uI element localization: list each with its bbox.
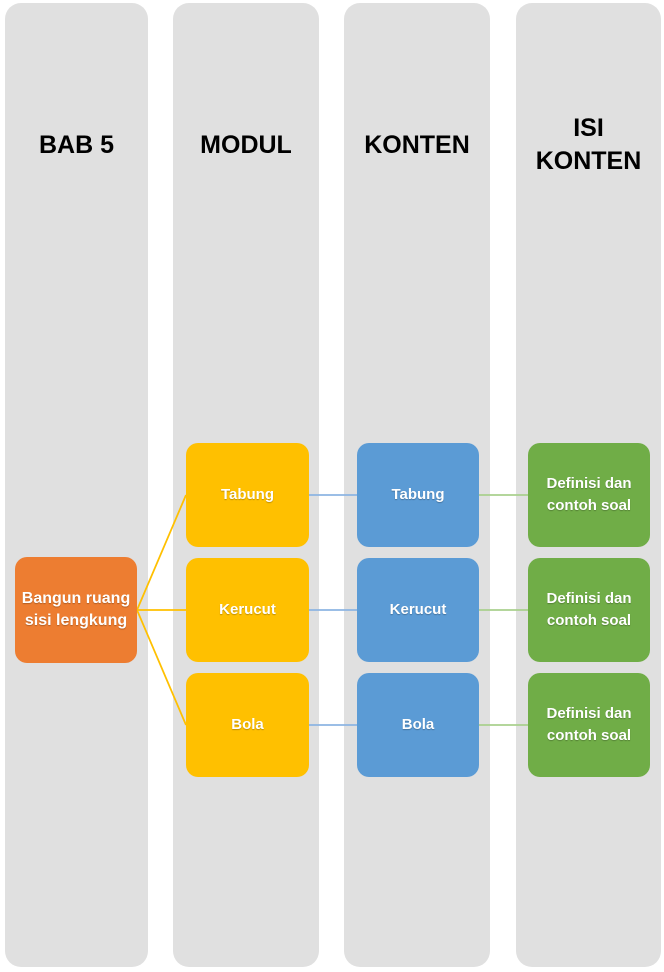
node-konten-tabung: Tabung <box>357 443 479 547</box>
node-modul-tabung: Tabung <box>186 443 309 547</box>
node-label: Definisi dan contoh soal <box>546 475 632 514</box>
node-label: Kerucut <box>219 601 276 618</box>
node-label: Definisi dan contoh soal <box>546 705 632 744</box>
node-modul-bola: Bola <box>186 673 309 777</box>
node-modul-kerucut: Kerucut <box>186 558 309 662</box>
node-label: Kerucut <box>389 601 447 618</box>
lane-header-isi-konten: ISI KONTEN <box>535 114 642 175</box>
node-isi-definisi-3: Definisi dan contoh soal <box>528 673 650 777</box>
node-label: Bangun ruang sisi lengkung <box>21 590 131 629</box>
node-konten-kerucut: Kerucut <box>357 558 479 662</box>
lane-header-bab5: BAB 5 <box>38 130 114 159</box>
lane-bab5: BAB 5 <box>5 3 148 967</box>
node-label: Bola <box>401 716 435 733</box>
node-label: Tabung <box>391 486 445 503</box>
node-label: Tabung <box>220 486 275 503</box>
node-label: Bola <box>231 716 264 733</box>
node-isi-definisi-2: Definisi dan contoh soal <box>528 558 650 662</box>
node-isi-definisi-1: Definisi dan contoh soal <box>528 443 650 547</box>
node-label: Definisi dan contoh soal <box>546 590 632 629</box>
lane-header-modul: MODUL <box>200 130 292 159</box>
node-bangun-ruang-sisi-lengkung: Bangun ruang sisi lengkung <box>15 557 137 663</box>
lane-header-konten: KONTEN <box>364 130 470 159</box>
node-konten-bola: Bola <box>357 673 479 777</box>
